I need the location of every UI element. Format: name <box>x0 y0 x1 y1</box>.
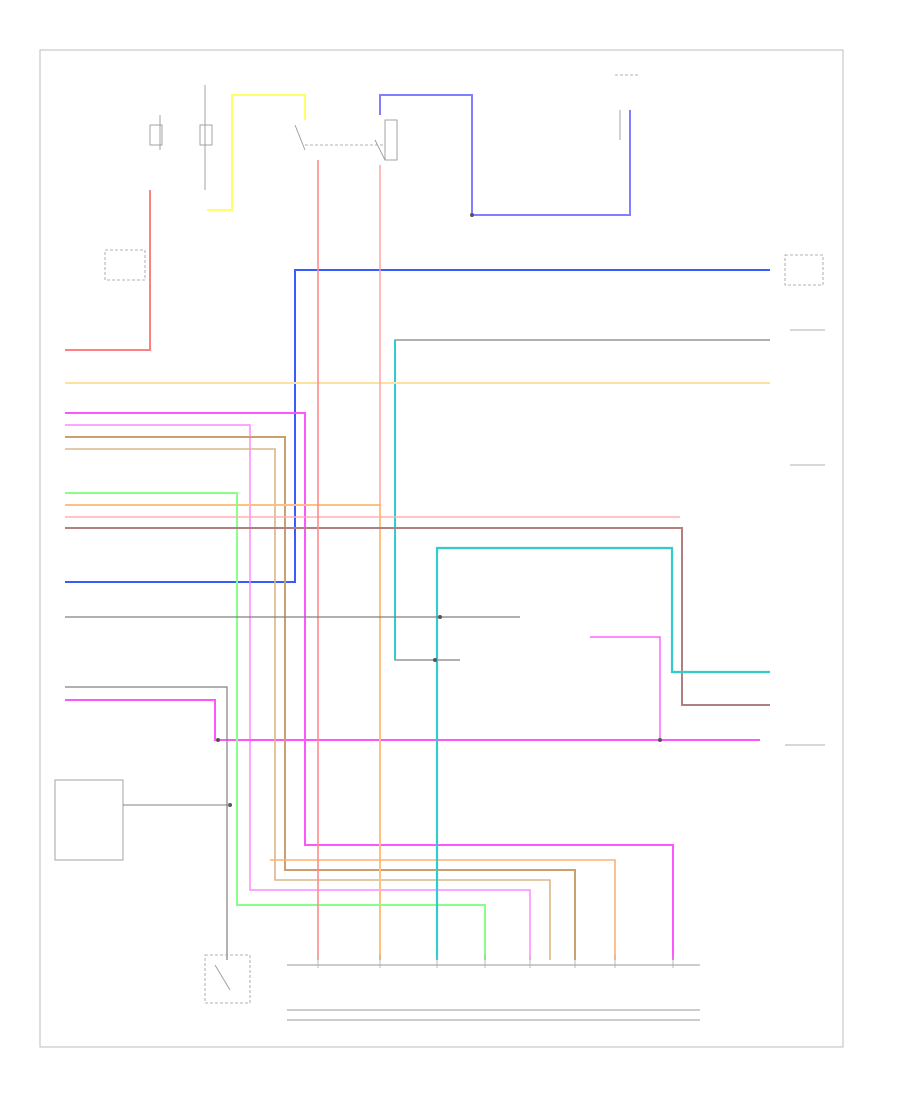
wire-magenta-1 <box>65 412 674 960</box>
connector-box-left <box>54 249 146 861</box>
splice-points <box>216 213 662 807</box>
wire-blue-violet <box>379 94 631 216</box>
wire-tan-1 <box>65 436 576 960</box>
transmission-connector <box>287 964 700 1021</box>
right-connectors <box>785 329 825 746</box>
wire-teal-2 <box>435 546 770 960</box>
wire-brown <box>65 527 770 706</box>
wire-orange-1 <box>65 504 381 960</box>
wire-green <box>65 492 486 960</box>
wire-tan-2 <box>65 448 551 960</box>
wire-magenta-3 <box>65 699 760 741</box>
component-top-right <box>615 74 640 140</box>
wire-dark-blue <box>65 269 770 583</box>
connector-right-top <box>784 254 824 286</box>
bottom-terminals <box>317 955 674 968</box>
fuse-block <box>149 85 213 190</box>
wire-red-left <box>65 190 151 351</box>
wire-yellow <box>207 94 306 211</box>
wire-gray <box>394 339 770 661</box>
wire-gray-lower <box>65 686 228 960</box>
wire-magenta-4 <box>590 636 661 740</box>
diagram-frame <box>39 49 844 1048</box>
relay-switch <box>294 119 398 161</box>
switch-bottom-left <box>204 954 251 1004</box>
wire-magenta-2 <box>65 424 531 960</box>
wire-orange-2 <box>270 859 616 960</box>
